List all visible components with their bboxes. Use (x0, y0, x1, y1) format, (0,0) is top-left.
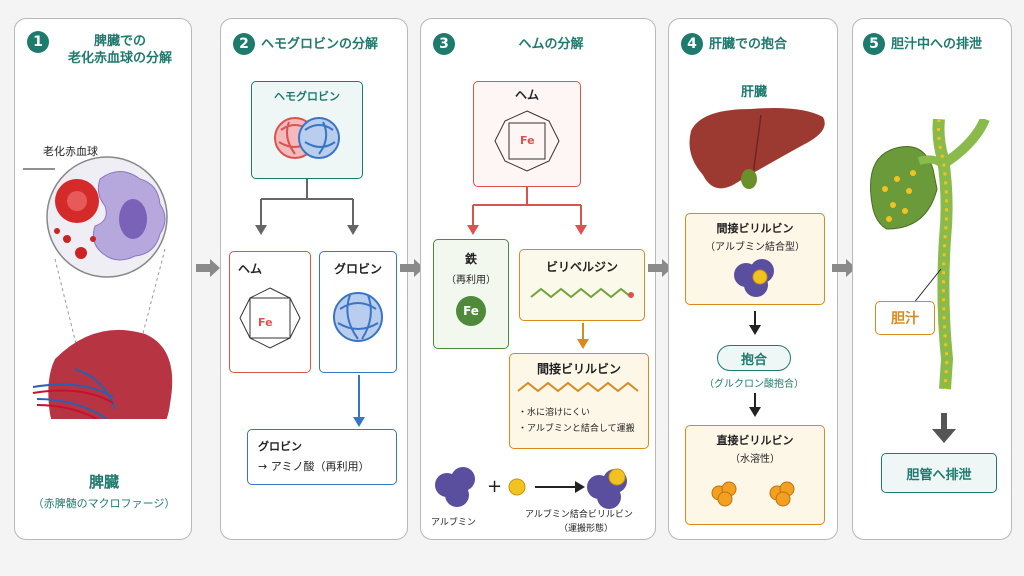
biliverdin-box: ビリベルジン (519, 249, 645, 321)
svg-text:+: + (487, 476, 502, 497)
indirect-bilirubin-label-4: 間接ビリルビン (716, 222, 794, 235)
albumin-icon (435, 467, 475, 507)
albumin-bound-bilirubin-icon (587, 468, 627, 509)
albumin-label: アルブミン (431, 518, 476, 528)
flow-arrow-4 (832, 259, 856, 277)
liver-icon (689, 108, 825, 189)
heme-structure-icon-3 (494, 110, 560, 172)
panel-spleen: 1 脾臓での 老化赤血球の分解 老化赤血球 脾臓 （赤脾髄のマクロファージ） (14, 18, 192, 540)
indirect-bilirubin-structure-icon (517, 381, 639, 393)
direct-bilirubin-icon (711, 481, 795, 507)
step-number-4: 4 (681, 33, 703, 55)
heme-box-3: ヘム Fe (473, 81, 581, 187)
hemoglobin-label: ヘモグロビン (274, 90, 340, 103)
iron-sub-label: （再利用） (446, 275, 496, 286)
macrophage-label: （赤脾髄のマクロファージ） (32, 497, 176, 510)
indirect-bilirubin-note-1: ・水に溶けにくい (518, 408, 590, 418)
panel-heme-degradation: 3 ヘムの分解 ヘム Fe 鉄 （再利用） Fe ビリベルジン 間接ビリルビン … (420, 18, 656, 540)
iron-label: 鉄 (464, 252, 477, 266)
indirect-bilirubin-albumin-box: 間接ビリルビン （アルブミン結合型） (685, 213, 825, 305)
globin-result-box: グロビン → アミノ酸（再利用） (247, 429, 397, 485)
excretion-label: 胆管へ排泄 (906, 468, 972, 483)
indirect-bilirubin-note-2: ・アルブミンと結合して運搬 (518, 424, 635, 434)
globin-result-detail: → アミノ酸（再利用） (258, 460, 370, 473)
heme-box: ヘム Fe (229, 251, 311, 373)
conjugation-arrow-2 (749, 393, 761, 417)
albumin-bound-bilirubin-icon-4 (734, 259, 774, 297)
flow-arrow-2 (400, 259, 424, 277)
panel1-title: 脾臓での 老化赤血球の分解 (67, 34, 172, 66)
excretion-box: 胆管へ排泄 (881, 453, 997, 493)
split-arrow (255, 179, 359, 235)
globin-result-title: グロビン (258, 440, 302, 453)
iron-fe-icon: Fe (456, 296, 486, 326)
panel-hemoglobin: 2 ヘモグロビンの分解 ヘモグロビン ヘム Fe グロビン グロビン → アミノ (220, 18, 408, 540)
panel2-title: ヘモグロビンの分解 (261, 37, 379, 52)
direct-bilirubin-box: 直接ビリルビン （水溶性） (685, 425, 825, 525)
panel3-title: ヘムの分解 (518, 37, 584, 52)
step-number-3: 3 (433, 33, 455, 55)
spleen-label: 脾臓 (88, 473, 119, 491)
globin-down-arrow (353, 375, 365, 427)
indirect-bilirubin-label: 間接ビリルビン (536, 362, 621, 376)
albumin-binding-equation: + (435, 467, 627, 509)
globin-box: グロビン (319, 251, 397, 373)
bile-box: 胆汁 (875, 301, 935, 335)
indirect-bilirubin-box: 間接ビリルビン ・水に溶けにくい ・アルブミンと結合して運搬 (509, 353, 649, 449)
rbc-macrophage-illustration (23, 156, 173, 419)
conjugation-pill: 抱合 (717, 345, 791, 371)
globin-label: グロビン (333, 262, 382, 276)
panel4-title: 肝臓での抱合 (709, 37, 788, 52)
heme-split-arrow (467, 187, 587, 235)
iron-box: 鉄 （再利用） Fe (433, 239, 509, 349)
conjugation-label: 抱合 (740, 353, 767, 368)
biliverdin-label: ビリベルジン (545, 260, 618, 274)
water-soluble-label: （水溶性） (730, 454, 780, 465)
excretion-down-arrow (932, 413, 956, 443)
hemoglobin-icon (274, 117, 340, 159)
glucuronide-label: （グルクロン酸抱合） (704, 379, 804, 390)
liver-label: 肝臓 (740, 85, 767, 100)
panel-bile-excretion: 5 胆汁中への排泄 胆汁 胆管へ排泄 (852, 18, 1012, 540)
panel5-title: 胆汁中への排泄 (891, 37, 983, 52)
heme-fe-label: Fe (258, 316, 273, 329)
step-number-2: 2 (233, 33, 255, 55)
panel-liver-conjugation: 4 肝臓での抱合 肝臓 間接ビリルビン （アルブミン結合型） 抱合 （グルクロン… (668, 18, 838, 540)
direct-bilirubin-label: 直接ビリルビン (716, 434, 794, 447)
albumin-bound-label: アルブミン結合ビリルビン (525, 510, 633, 520)
heme-label: ヘム (238, 262, 263, 276)
rbc-label: 老化赤血球 (43, 145, 98, 158)
bilirubin-icon (508, 478, 526, 496)
biliverdin-down-arrow (577, 323, 589, 349)
step-number-5: 5 (863, 33, 885, 55)
flow-arrow-1 (196, 259, 220, 277)
conjugation-arrow-1 (749, 311, 761, 335)
heme-label-3: ヘム (514, 88, 539, 102)
biliverdin-structure-icon (530, 287, 634, 299)
step-number-1: 1 (27, 31, 49, 53)
spleen-icon (48, 329, 173, 419)
albumin-bound-type-label: （アルブミン結合型） (705, 242, 805, 253)
flow-arrow-3 (648, 259, 672, 277)
heme-structure-icon (239, 287, 301, 349)
transport-form-label: （運搬形態） (559, 524, 614, 534)
globin-icon (333, 292, 383, 342)
heme-fe-label-3: Fe (520, 134, 535, 147)
hemoglobin-box: ヘモグロビン (251, 81, 363, 179)
gallbladder-bile-duct-icon (870, 119, 990, 390)
bile-label: 胆汁 (891, 311, 919, 327)
